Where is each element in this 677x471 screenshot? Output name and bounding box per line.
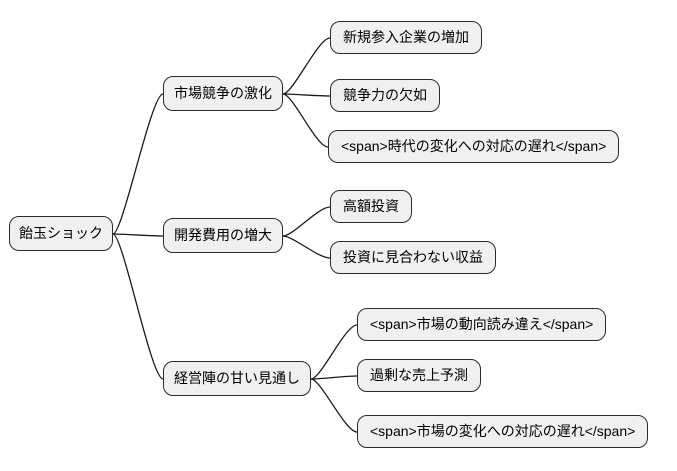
- connector-line: [282, 206, 331, 237]
- node-child-excessive-sales-forecast: 過剰な売上予測: [357, 359, 481, 392]
- node-child-insufficient-returns: 投資に見合わない収益: [330, 241, 496, 274]
- node-branch-development-cost: 開発費用の増大: [163, 218, 283, 253]
- node-child-large-investment: 高額投資: [330, 190, 412, 223]
- node-root: 飴玉ショック: [9, 216, 113, 251]
- node-child-slow-response-to-era-change: <span>時代の変化への対応の遅れ</span>: [328, 130, 620, 163]
- node-child-new-entrants: 新規参入企業の増加: [330, 21, 482, 54]
- connector-line: [310, 324, 358, 380]
- connector-line: [282, 93, 331, 97]
- node-child-market-trend-misread: <span>市場の動向読み違え</span>: [357, 308, 607, 341]
- node-branch-market-competition: 市場競争の激化: [163, 76, 283, 111]
- connector-line: [282, 93, 329, 148]
- connector-line: [310, 375, 358, 380]
- connector-line: [112, 233, 164, 237]
- connector-line: [112, 233, 164, 380]
- connector-line: [282, 37, 331, 95]
- connector-line: [310, 378, 358, 433]
- connector-line: [282, 235, 331, 259]
- node-child-slow-response-to-market-change: <span>市場の変化への対応の遅れ</span>: [357, 415, 649, 448]
- connector-line: [112, 93, 164, 235]
- node-branch-management-optimism: 経営陣の甘い見通し: [163, 361, 311, 396]
- node-child-lack-of-competitiveness: 競争力の欠如: [330, 79, 440, 112]
